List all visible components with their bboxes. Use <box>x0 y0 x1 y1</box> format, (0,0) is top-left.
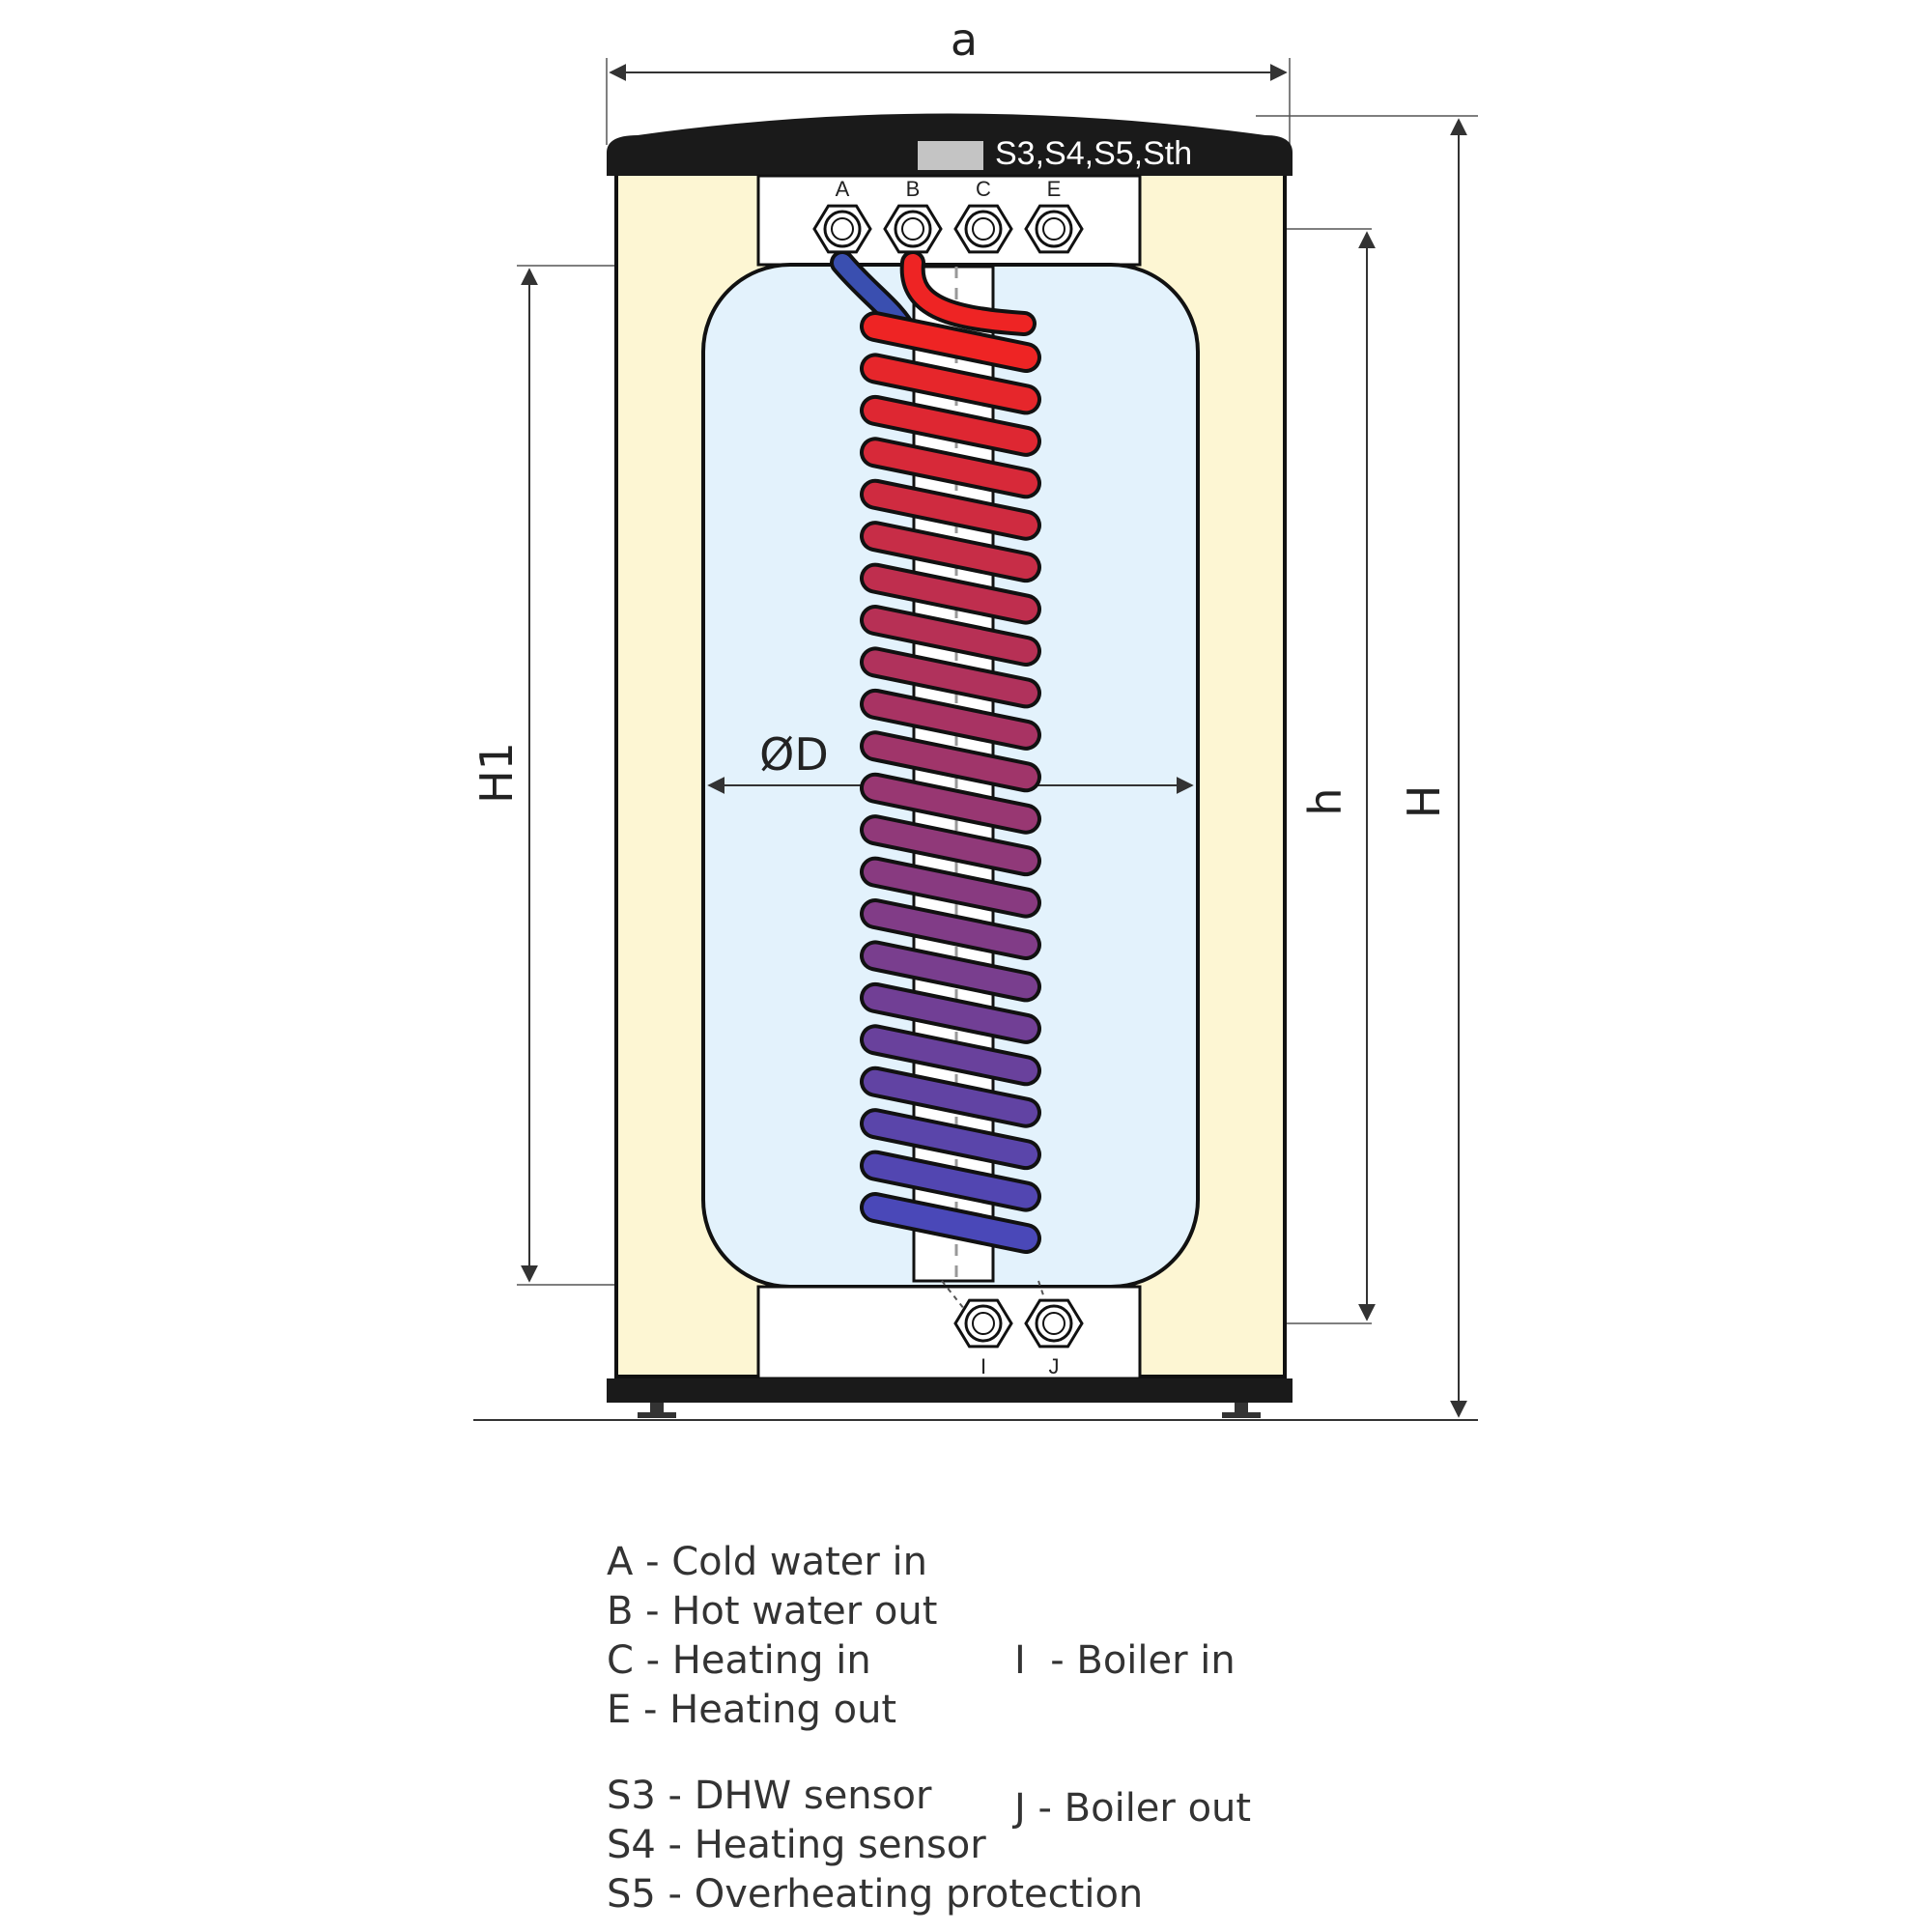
port-fitting: I <box>953 1298 1013 1378</box>
coil-loop <box>860 730 1041 793</box>
sensor-label: S3,S4,S5,Sth <box>995 135 1192 172</box>
legend-item: J - Boiler out <box>1014 1786 1252 1831</box>
foot-right <box>1235 1403 1248 1414</box>
coil-loop <box>860 688 1041 751</box>
foot-right-pad <box>1222 1412 1261 1418</box>
dimension-arrows <box>521 64 1467 1418</box>
coil-loop <box>860 814 1041 877</box>
port-fitting: A <box>812 177 872 254</box>
coil-loop <box>860 521 1041 583</box>
port-fitting: E <box>1024 177 1084 254</box>
sensor-well <box>918 141 983 170</box>
legend-item: S4 - Heating sensor <box>607 1823 986 1867</box>
coil-loop <box>860 856 1041 919</box>
legend-item: E - Heating out <box>607 1688 897 1732</box>
coil-loop <box>860 772 1041 835</box>
dimension-H-label: H <box>1398 785 1450 819</box>
port-fitting: B <box>883 177 943 254</box>
coil-loop <box>860 394 1041 457</box>
coil-loop <box>860 605 1041 667</box>
legend-item: I - Boiler in <box>1014 1638 1236 1683</box>
port-label: B <box>906 177 921 201</box>
legend-connections-right: I - Boiler in J - Boiler out <box>1014 1538 1251 1883</box>
port-fitting: C <box>953 177 1013 254</box>
coil-loop <box>860 1150 1041 1212</box>
base-plate <box>607 1378 1293 1403</box>
port-label: C <box>976 177 991 201</box>
legend-item: A - Cold water in <box>607 1540 927 1584</box>
legend-connections-left: A - Cold water in B - Hot water out C - … <box>607 1538 937 1735</box>
port-label: J <box>1049 1354 1060 1378</box>
legend-item: S3 - DHW sensor <box>607 1774 932 1818</box>
top-connection-box <box>756 174 1142 267</box>
legend-item: C - Heating in <box>607 1638 871 1683</box>
foot-left-pad <box>638 1412 676 1418</box>
foot-left <box>650 1403 664 1414</box>
coil-loop <box>860 478 1041 541</box>
port-label: A <box>836 177 850 201</box>
legend-item: B - Hot water out <box>607 1589 938 1634</box>
heating-coil <box>860 311 1041 1254</box>
coil-loop <box>860 437 1041 499</box>
port-fitting: J <box>1024 1298 1084 1378</box>
coil-loop <box>860 646 1041 709</box>
bottom-connection-box <box>756 1285 1142 1380</box>
coil-loop <box>860 1108 1041 1171</box>
coil-loop <box>860 353 1041 415</box>
legend-sensors: S3 - DHW sensor S4 - Heating sensor S5 -… <box>607 1772 1143 1919</box>
coil-loop <box>860 311 1041 373</box>
dimension-h-label: h <box>1299 787 1351 815</box>
dimension-H1-label: H1 <box>470 742 523 804</box>
port-label: E <box>1047 177 1062 201</box>
coil-loop <box>860 1065 1041 1128</box>
coil-loop <box>860 898 1041 960</box>
coil-loop <box>860 981 1041 1044</box>
coil-loop <box>860 562 1041 625</box>
coil-loop <box>860 940 1041 1003</box>
coil-loop <box>860 1024 1041 1087</box>
dimension-a-label: a <box>951 14 978 66</box>
coil-loop <box>860 1192 1041 1254</box>
port-label: I <box>980 1354 986 1378</box>
dimension-D-label: ØD <box>759 728 829 781</box>
legend-item: S5 - Overheating protection <box>607 1872 1144 1917</box>
